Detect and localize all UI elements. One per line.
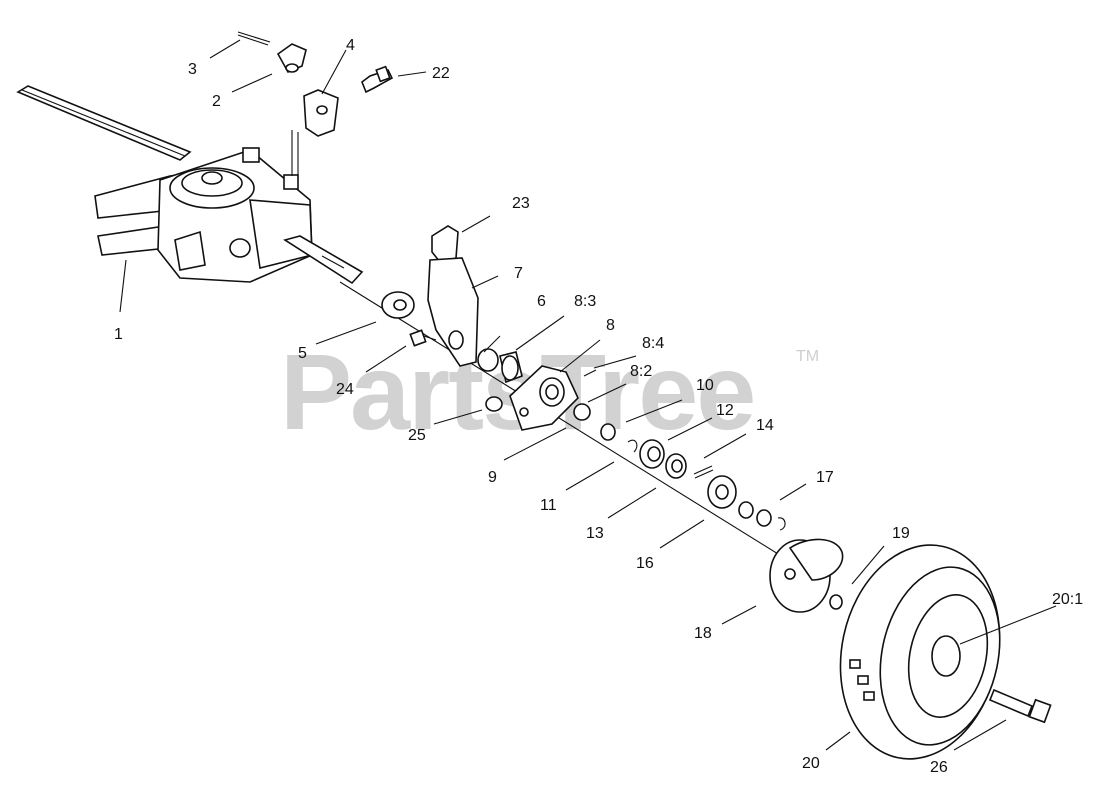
gear-16 <box>707 475 737 509</box>
cotter-pin <box>237 31 271 46</box>
knob <box>276 43 307 74</box>
pin-14 <box>693 465 714 479</box>
drive-shaft <box>16 85 192 161</box>
washer-17 <box>738 501 786 531</box>
nut-25 <box>485 396 503 412</box>
clip-23 <box>431 225 459 263</box>
clip-11 <box>627 439 638 453</box>
watermark-trademark: TM <box>796 348 820 365</box>
callout-20-1: 20:1 <box>1052 591 1083 608</box>
washer-19 <box>829 594 843 610</box>
callout-7: 7 <box>514 265 523 282</box>
washer-10 <box>600 423 616 441</box>
plate-7 <box>427 257 479 367</box>
bracket-8 <box>509 365 597 431</box>
leader-lines <box>119 39 1057 751</box>
callout-3: 3 <box>188 61 197 78</box>
callout-8-2: 8:2 <box>630 363 652 380</box>
callout-25: 25 <box>408 427 426 444</box>
bearing-12 <box>639 439 665 469</box>
callout-13: 13 <box>586 525 604 542</box>
callout-9: 9 <box>488 469 497 486</box>
callout-17: 17 <box>816 469 834 486</box>
bolt-22 <box>361 65 394 94</box>
callout-19: 19 <box>892 525 910 542</box>
callout-14: 14 <box>756 417 774 434</box>
callout-8-4: 8:4 <box>642 335 664 352</box>
callout-10: 10 <box>696 377 714 394</box>
washer-8-2 <box>573 403 591 421</box>
bearing-13 <box>665 453 687 479</box>
callout-1: 1 <box>114 326 123 343</box>
callout-26: 26 <box>930 759 948 776</box>
callout-11: 11 <box>540 497 557 514</box>
ring-6 <box>477 348 499 372</box>
callout-5: 5 <box>298 345 307 362</box>
transmission-housing <box>157 147 364 285</box>
bracket <box>291 89 339 178</box>
callout-24: 24 <box>336 381 354 398</box>
callout-20: 20 <box>802 755 820 772</box>
wheel-hub <box>931 635 961 677</box>
callout-16: 16 <box>636 555 654 572</box>
wheel-20 <box>839 544 1001 760</box>
callout-8-3: 8:3 <box>574 293 596 310</box>
screw-24 <box>409 329 437 347</box>
callout-23: 23 <box>512 195 530 212</box>
callout-2: 2 <box>212 93 221 110</box>
bolt-26 <box>988 688 1052 724</box>
callout-4: 4 <box>346 37 355 54</box>
wheel-cover-18 <box>769 538 844 613</box>
bushing-8-3 <box>499 351 523 384</box>
callout-12: 12 <box>716 402 734 419</box>
callout-22: 22 <box>432 65 450 82</box>
washer-5 <box>381 291 415 319</box>
callout-18: 18 <box>694 625 712 642</box>
callout-6: 6 <box>537 293 546 310</box>
callout-8: 8 <box>606 317 615 334</box>
